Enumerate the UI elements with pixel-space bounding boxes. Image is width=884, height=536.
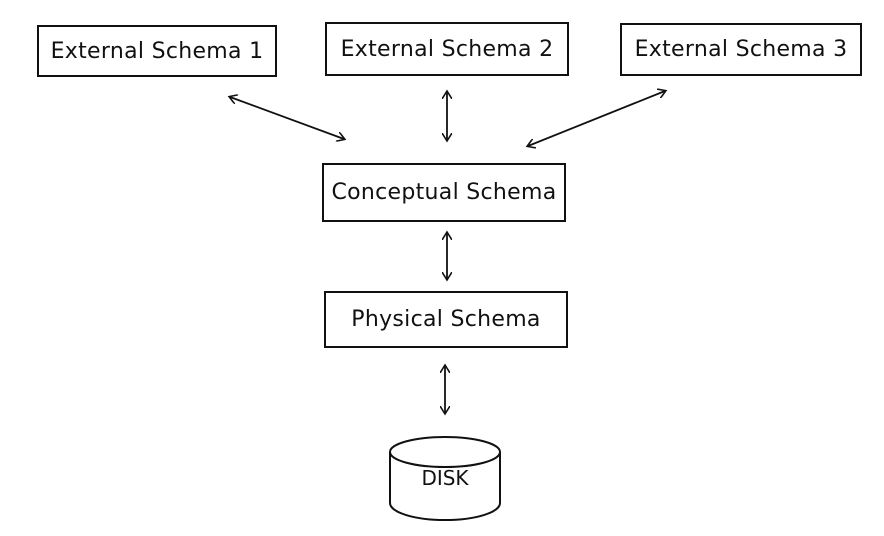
physical-schema-box: Physical Schema (324, 291, 568, 348)
conceptual-schema-label: Conceptual Schema (331, 180, 557, 205)
disk-cylinder: DISK (389, 436, 501, 521)
external-schema-1-label: External Schema 1 (50, 38, 264, 64)
arrow-external-3-conceptual (528, 91, 665, 146)
arrow-external-1-conceptual (230, 97, 344, 139)
physical-schema-label: Physical Schema (351, 307, 541, 332)
external-schema-2-box: External Schema 2 (325, 22, 569, 76)
external-schema-3-label: External Schema 3 (634, 37, 848, 62)
external-schema-3-box: External Schema 3 (620, 23, 862, 76)
external-schema-1-box: External Schema 1 (37, 25, 277, 77)
disk-label: DISK (421, 466, 469, 490)
conceptual-schema-box: Conceptual Schema (322, 163, 566, 222)
external-schema-2-label: External Schema 2 (340, 36, 554, 62)
